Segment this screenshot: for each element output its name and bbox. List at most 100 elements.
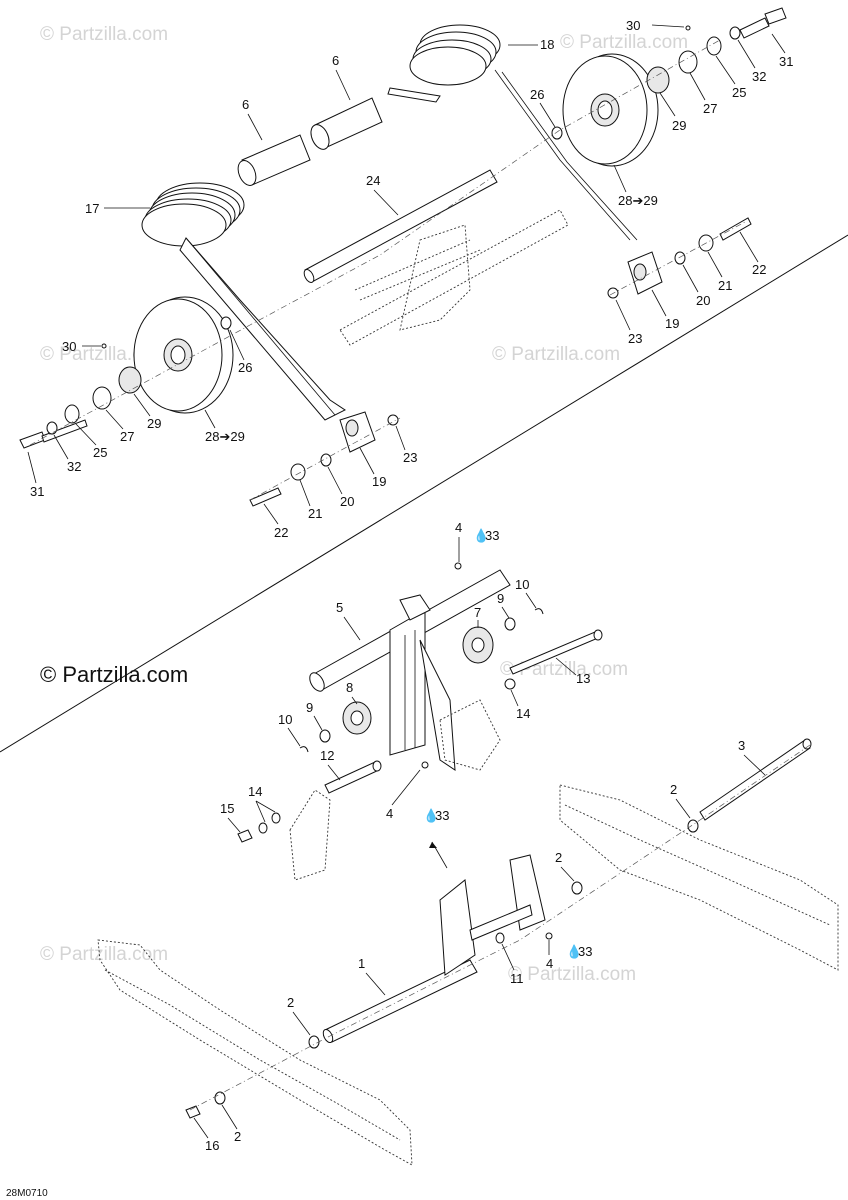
washer-32-right (729, 26, 741, 40)
callout-6: 6 (242, 97, 249, 112)
callout-28-29: 28➔29 (618, 193, 658, 208)
front-arm-bracket (439, 854, 546, 976)
callout-33: 33 (485, 528, 499, 543)
callout-17: 17 (85, 201, 99, 216)
spacer-tube-6a (237, 134, 311, 186)
spacer-25-right (706, 36, 722, 56)
callout-4: 4 (546, 956, 553, 971)
callout-3: 3 (738, 738, 745, 753)
washer-32-left (46, 421, 58, 435)
callout-19: 19 (665, 316, 679, 331)
screw-22-left (249, 487, 282, 507)
grease-fitting-4-bottom (545, 932, 553, 940)
callout-31: 31 (779, 54, 793, 69)
plug-30-left (101, 343, 107, 349)
washer-9-right (504, 617, 516, 631)
callout-19: 19 (372, 474, 386, 489)
callout-6: 6 (332, 53, 339, 68)
washer-2-d (687, 819, 699, 833)
slider-block-19-left (339, 411, 376, 453)
clip-10-right (534, 608, 544, 615)
nut-16 (185, 1105, 201, 1119)
washer-2-a (308, 1035, 320, 1049)
direction-arrow-icon (429, 842, 437, 848)
callout-32: 32 (67, 459, 81, 474)
callout-8: 8 (346, 680, 353, 695)
cross-shaft-3 (699, 738, 812, 821)
washer-14-left-b (258, 822, 268, 834)
pivot-bushing-7 (462, 626, 494, 664)
washer-2-c (571, 881, 583, 895)
axle-24 (303, 169, 498, 283)
callout-16: 16 (205, 1138, 219, 1153)
callout-20: 20 (340, 494, 354, 509)
callout-14: 14 (516, 706, 530, 721)
grease-fitting-4-middle (421, 761, 429, 769)
callout-32: 32 (752, 69, 766, 84)
callout-7: 7 (474, 605, 481, 620)
watermark: © Partzilla.com (40, 944, 168, 965)
callout-12: 12 (320, 748, 334, 763)
callout-27: 27 (120, 429, 134, 444)
bushing-11 (495, 932, 505, 944)
lubricant-drop-icon: 💧 (566, 944, 582, 959)
callout-15: 15 (220, 801, 234, 816)
bolt-31-left (19, 419, 88, 449)
callout-1: 1 (358, 956, 365, 971)
bolt-31-right (739, 7, 787, 39)
washer-14-right (504, 678, 516, 690)
watermark: © Partzilla.com (560, 32, 688, 53)
callout-5: 5 (336, 600, 343, 615)
watermark: © Partzilla.com (492, 344, 620, 365)
partzilla-watermark: © Partzilla.com (40, 662, 188, 687)
drawing-code: 28M0710 (6, 1188, 48, 1199)
callout-21: 21 (718, 278, 732, 293)
callout-29: 29 (147, 416, 161, 431)
callout-31: 31 (30, 484, 44, 499)
lubricant-drop-icon: 💧 (473, 528, 489, 543)
link-plate (289, 789, 331, 881)
callout-29: 29 (672, 118, 686, 133)
callout-22: 22 (274, 525, 288, 540)
pivot-bushing-8 (342, 701, 372, 735)
bushing-27-right (678, 50, 698, 74)
lubricant-drop-icon: 💧 (423, 808, 439, 823)
swing-arm (389, 594, 456, 771)
callout-4: 4 (386, 806, 393, 821)
washer-26-left (220, 316, 232, 330)
callout-25: 25 (732, 85, 746, 100)
callout-33: 33 (578, 944, 592, 959)
bearing-29-left (118, 366, 142, 394)
callout-33: 33 (435, 808, 449, 823)
right-frame-rail (559, 784, 839, 971)
idler-wheel-left (133, 296, 234, 414)
callout-22: 22 (752, 262, 766, 277)
pin-13 (509, 629, 603, 675)
callout-11: 11 (510, 971, 524, 986)
callout-26: 26 (238, 360, 252, 375)
callout-10: 10 (515, 577, 529, 592)
washer-2-b (214, 1091, 226, 1105)
callout-20: 20 (696, 293, 710, 308)
washer-20-right (674, 251, 686, 265)
grease-fitting-4-top (454, 562, 462, 570)
callout-9: 9 (306, 700, 313, 715)
section-divider (0, 234, 848, 753)
callout-23: 23 (628, 331, 642, 346)
callout-2: 2 (670, 782, 677, 797)
rear-arm-outline (339, 209, 569, 346)
callout-18: 18 (540, 37, 554, 52)
left-frame-rail (97, 939, 413, 1166)
torsion-spring-left (141, 182, 346, 421)
screw-22-right (719, 217, 752, 241)
cross-shaft-1 (322, 959, 478, 1044)
spacer-tube-6b (310, 97, 383, 150)
callout-14: 14 (248, 784, 262, 799)
callout-30: 30 (626, 18, 640, 33)
washer-14-left-a (271, 812, 281, 824)
slider-block-19-right (627, 251, 663, 295)
callout-2: 2 (555, 850, 562, 865)
torsion-spring-right (387, 24, 638, 241)
bushing-21-left (290, 463, 306, 481)
